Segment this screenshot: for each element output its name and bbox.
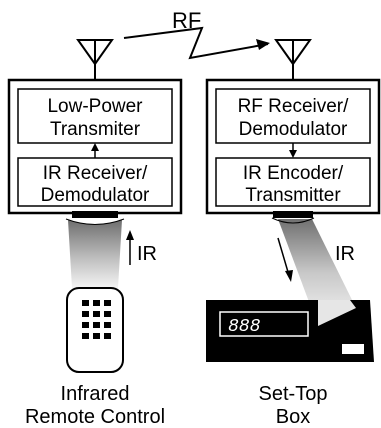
left-antenna-icon: [76, 39, 114, 80]
rf-arrowhead: [256, 39, 270, 50]
left-top-line2: Transmiter: [50, 119, 141, 140]
remote-control-icon: [66, 287, 124, 373]
caption-left-line2: Remote Control: [25, 406, 165, 428]
left-bottom-box: [17, 157, 173, 207]
left-ir-window: [72, 211, 118, 218]
caption-right-line1: Set-Top: [259, 383, 328, 405]
left-ir-beam: IR: [65, 218, 157, 288]
rf-zigzag: [123, 26, 269, 60]
right-ir-label: IR: [335, 243, 355, 265]
right-ir-beam: IR: [271, 217, 356, 326]
right-ir-lens: [271, 217, 315, 224]
left-top-line1: Low-Power: [47, 96, 143, 117]
right-ir-beam-overlay: [318, 300, 356, 326]
right-antenna-icon: [274, 39, 312, 80]
right-ir-window: [273, 211, 313, 218]
right-bottom-line2: Transmitter: [245, 185, 341, 206]
left-unit: Low-Power Transmiter IR Receiver/ Demodu…: [7, 78, 183, 218]
right-internal-arrowhead: [289, 150, 297, 158]
caption-right-line2: Box: [276, 406, 310, 428]
left-ir-arrowhead: [126, 230, 134, 240]
left-internal-arrowhead: [91, 143, 99, 151]
right-top-line1: RF Receiver/: [238, 96, 350, 117]
right-ir-arrow: [277, 237, 289, 273]
rf-link: RF: [123, 8, 270, 60]
set-top-button: [342, 344, 364, 354]
left-bottom-line1: IR Receiver/: [43, 163, 148, 184]
right-top-box: [215, 88, 371, 144]
caption-left-line1: Infrared: [61, 383, 130, 405]
left-ir-lens: [65, 218, 125, 225]
right-top-line2: Demodulator: [239, 119, 348, 140]
right-ir-beam-shape: [278, 219, 356, 326]
left-ir-beam-shape: [68, 220, 122, 288]
right-ir-arrowhead: [285, 270, 293, 282]
left-bottom-line2: Demodulator: [41, 185, 150, 206]
right-bottom-line1: IR Encoder/: [243, 163, 344, 184]
right-unit: RF Receiver/ Demodulator IR Encoder/ Tra…: [205, 78, 381, 218]
set-top-display-digits: 888: [228, 317, 261, 337]
set-top-display: [219, 311, 309, 337]
right-bottom-box: [215, 157, 371, 207]
left-ir-label: IR: [137, 243, 157, 265]
